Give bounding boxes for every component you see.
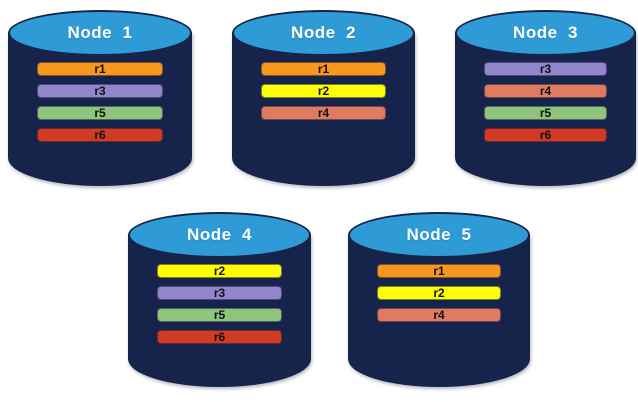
node-label: Node 5: [406, 225, 472, 244]
replica-label: r4: [317, 106, 330, 120]
database-node-1: Node 1 r1 r3 r5 r6: [8, 10, 192, 186]
replica-label: r5: [94, 106, 106, 120]
replica-list: r1 r2 r4: [232, 62, 415, 120]
replica-list: r1 r2 r4: [348, 264, 530, 322]
replica-bar: r4: [377, 308, 501, 322]
replica-bar: r4: [483, 84, 608, 98]
replica-label: r3: [94, 84, 106, 98]
cylinder-top-ellipse: [455, 10, 636, 56]
cylinder-top-ellipse: [128, 212, 311, 258]
cylinder-top-ellipse: [8, 10, 192, 56]
replica-label: r3: [213, 286, 226, 300]
replica-list: r3 r4 r5 r6: [455, 62, 636, 142]
replica-bar: r1: [261, 62, 386, 76]
database-node-3: Node 3 r3 r4 r5 r6: [455, 10, 636, 186]
replica-label: r5: [213, 308, 226, 322]
replica-bar: r4: [261, 106, 386, 120]
replica-label: r5: [539, 106, 552, 120]
node-label: Node 1: [67, 23, 133, 42]
replica-label: r6: [539, 128, 552, 142]
replica-label: r3: [539, 62, 552, 76]
replica-label: r1: [317, 62, 330, 76]
replica-label: r1: [94, 62, 106, 76]
replica-label: r6: [94, 128, 106, 142]
replica-bar: r2: [377, 286, 501, 300]
node-label: Node 3: [513, 23, 578, 42]
replica-list: r1 r3 r5 r6: [8, 62, 192, 142]
replica-bar: r1: [377, 264, 501, 278]
replica-label: r1: [433, 264, 445, 278]
replica-bar: r1: [37, 62, 163, 76]
replica-label: r2: [433, 286, 445, 300]
replica-bar: r5: [483, 106, 608, 120]
database-node-2: Node 2 r1 r2 r4: [232, 10, 415, 186]
replica-bar: r3: [157, 286, 282, 300]
replica-bar: r3: [483, 62, 608, 76]
replica-bar: r5: [157, 308, 282, 322]
replica-label: r6: [213, 330, 226, 344]
replica-bar: r6: [37, 128, 163, 142]
replica-label: r4: [539, 84, 552, 98]
replica-list: r2 r3 r5 r6: [128, 264, 311, 344]
cylinder-top-ellipse: [232, 10, 415, 56]
replica-bar: r6: [157, 330, 282, 344]
replica-bar: r2: [261, 84, 386, 98]
replica-label: r2: [213, 264, 226, 278]
cylinder-top-ellipse: [348, 212, 530, 258]
replica-label: r4: [433, 308, 445, 322]
replica-bar: r6: [483, 128, 608, 142]
node-label: Node 2: [291, 23, 356, 42]
replica-bar: r2: [157, 264, 282, 278]
node-label: Node 4: [187, 225, 252, 244]
replica-bar: r5: [37, 106, 163, 120]
database-node-4: Node 4 r2 r3 r5 r6: [128, 212, 311, 387]
replica-label: r2: [317, 84, 330, 98]
database-node-5: Node 5 r1 r2 r4: [348, 212, 530, 387]
replica-bar: r3: [37, 84, 163, 98]
